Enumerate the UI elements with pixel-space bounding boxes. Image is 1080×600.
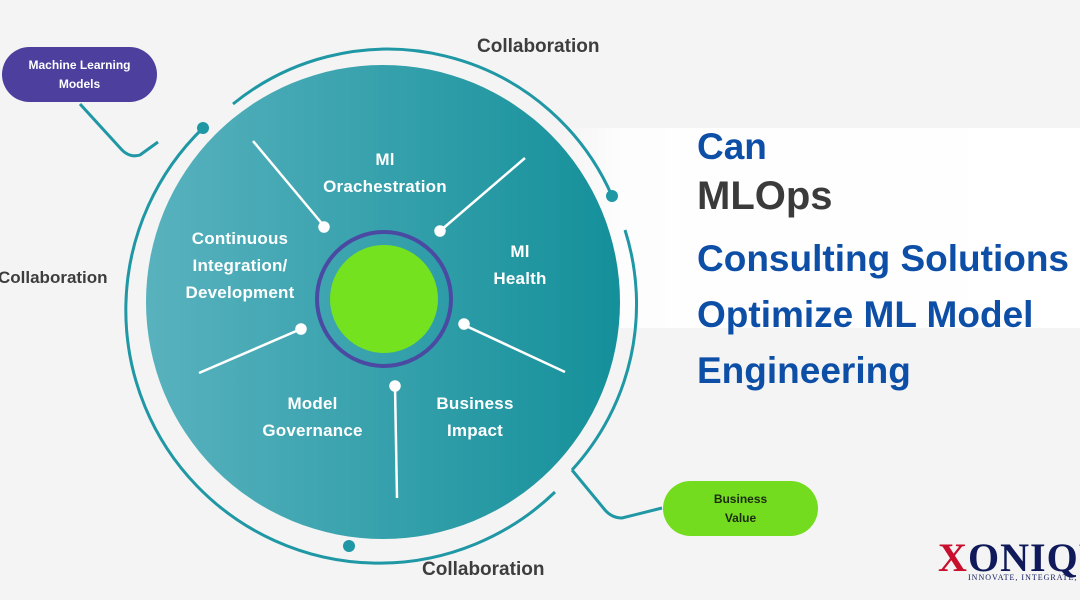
xonique-logo: X ONIQUE INNOVATE, INTEGRATE, INSPIRE (938, 534, 1080, 600)
label-line: Integration/ (192, 256, 288, 275)
label-line: Health (493, 269, 547, 288)
label-line: Ml (375, 150, 395, 169)
label-line: Impact (447, 421, 503, 440)
label-line: Business (436, 394, 514, 413)
spoke-governance-ci (198, 327, 302, 375)
label-line: Model (287, 394, 338, 413)
label-line: Continuous (191, 229, 289, 248)
logo-wordmark: ONIQUE (968, 535, 1080, 580)
collaboration-label-top: Collaboration (477, 36, 600, 57)
outer-arc-bottom-left (124, 126, 557, 565)
collaboration-label-left: Collaboration (0, 268, 108, 287)
spoke-impact-governance (393, 385, 399, 499)
label-line: Development (185, 283, 295, 302)
spoke-dot (295, 323, 307, 335)
label-line: Governance (262, 421, 363, 440)
business-value-connector (570, 469, 663, 520)
logo-x-mark: X (938, 535, 967, 580)
label-line: Business (713, 491, 768, 506)
spoke-orchestration-right (439, 157, 526, 232)
label-line: Ml (510, 242, 530, 261)
label-line: Machine Learning (28, 57, 131, 72)
label-line: Models (58, 76, 101, 91)
core-ring (315, 230, 453, 368)
headline-line-3: Consulting Solutions (697, 238, 1070, 279)
spoke-dot (318, 221, 330, 233)
headline-line-5: Engineering (697, 350, 911, 391)
spoke-dot (458, 318, 470, 330)
spoke-dot (389, 380, 401, 392)
outer-arc-top (232, 47, 614, 197)
headline-line-1: Can (697, 126, 767, 167)
label-line: Orachestration (323, 177, 447, 196)
arc-dot-left (197, 122, 209, 134)
ml-models-connector (78, 102, 159, 158)
logo-tagline: INNOVATE, INTEGRATE, INSPIRE (968, 573, 1080, 582)
headline-line-4: Optimize ML Model (697, 294, 1034, 335)
spoke-orchestration-left (252, 140, 325, 227)
spoke-dot (434, 225, 446, 237)
arc-dot-right (606, 190, 618, 202)
headline-backdrop (560, 128, 1080, 328)
core-circle (330, 245, 438, 353)
collaboration-label-bottom: Collaboration (422, 559, 545, 580)
arc-dot-bottom (343, 540, 355, 552)
headline-line-2: MLOps (697, 174, 833, 218)
outer-arc-right (570, 229, 639, 472)
label-line: Value (724, 510, 757, 525)
spoke-health-impact (463, 323, 566, 374)
